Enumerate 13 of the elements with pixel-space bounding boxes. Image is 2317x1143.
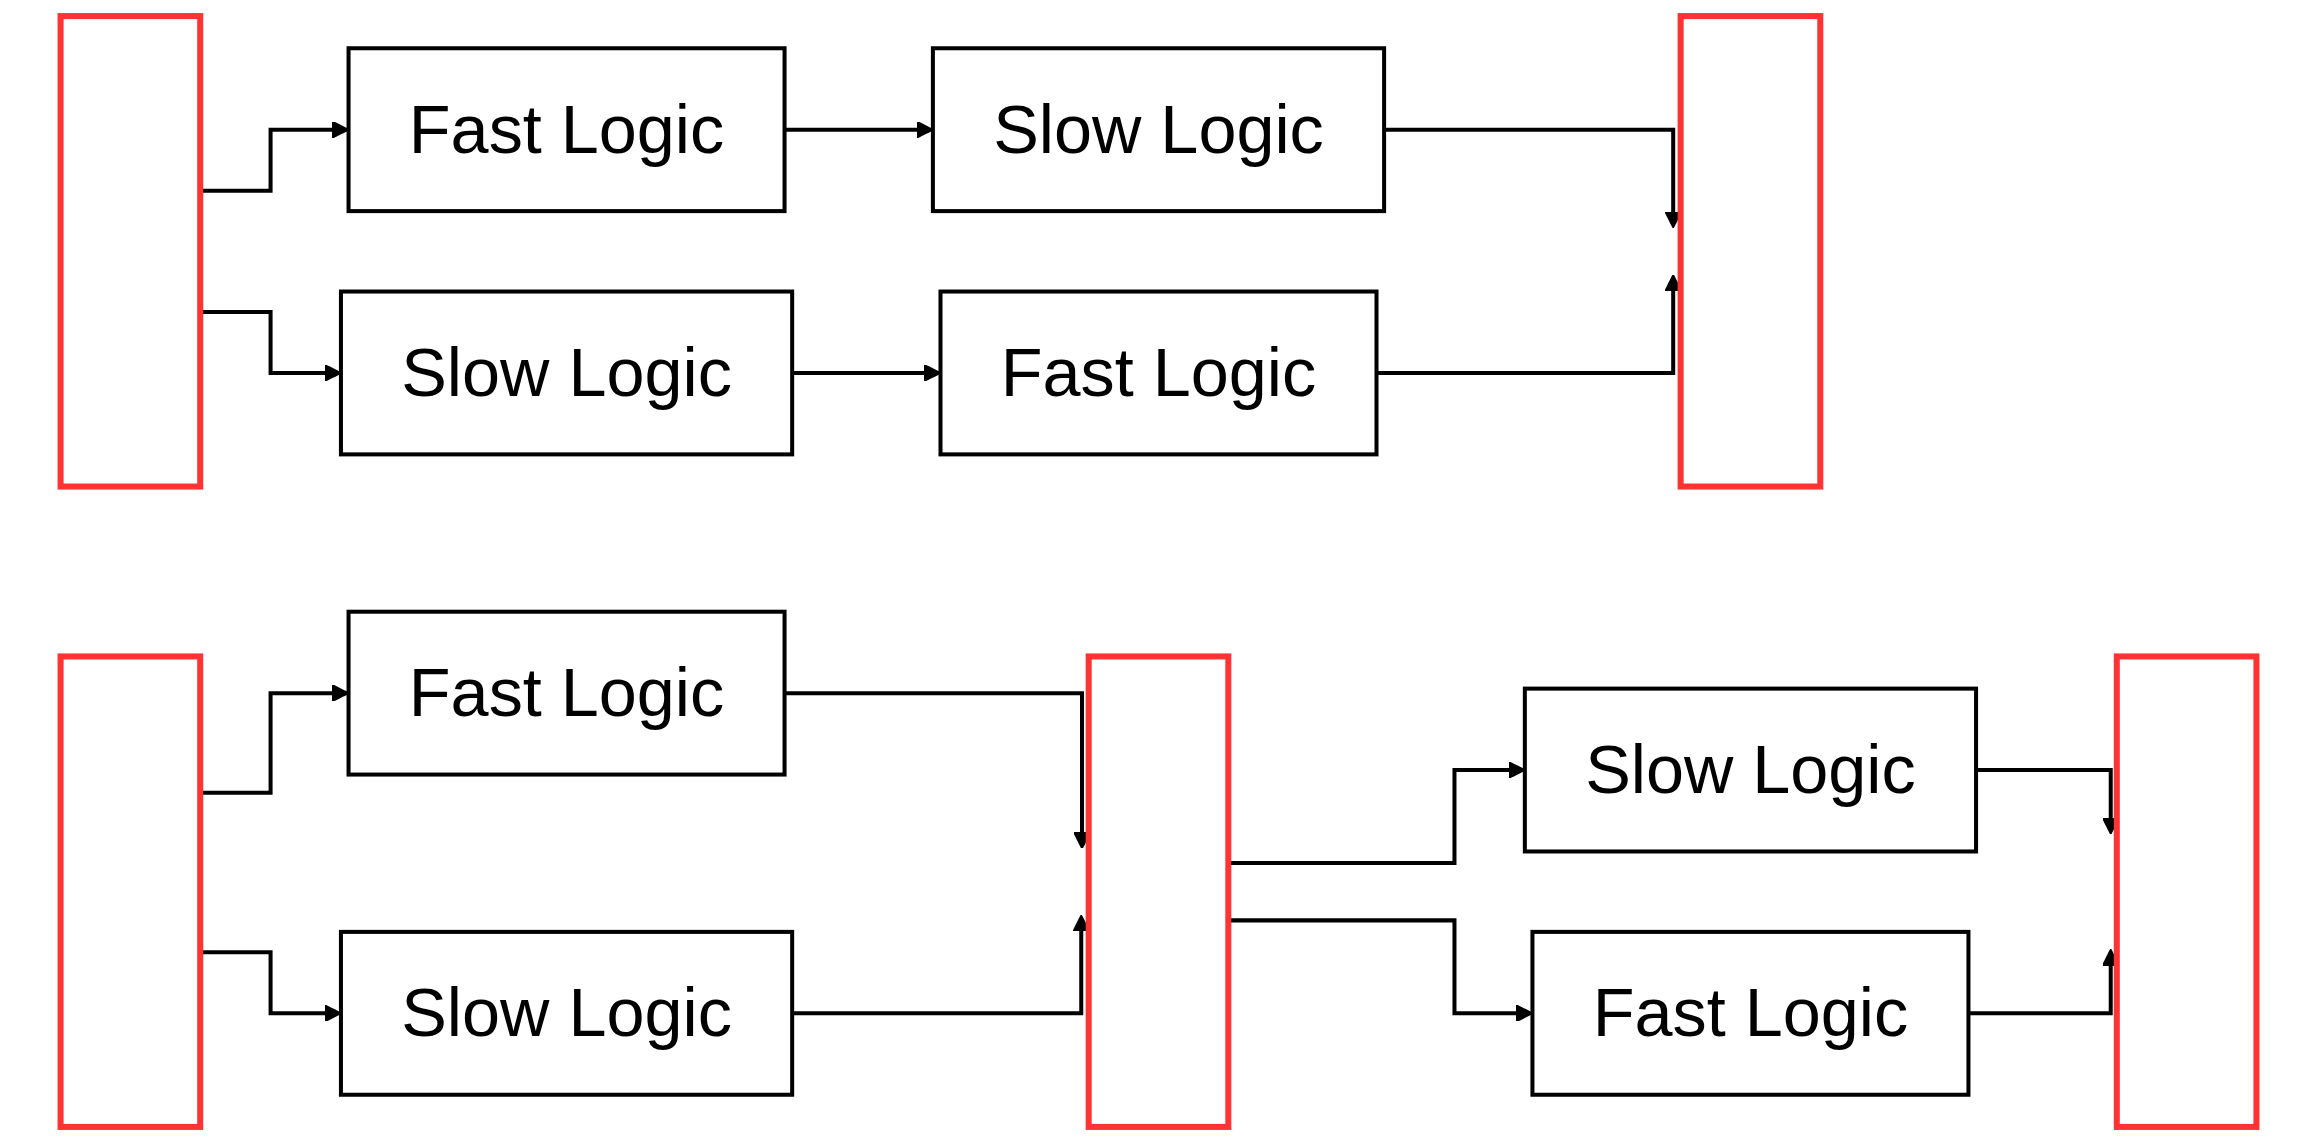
node-box <box>57 13 204 490</box>
node-box: Slow Logic <box>338 289 795 457</box>
node-box: Fast Logic <box>346 46 787 214</box>
node-box: Fast Logic <box>346 609 787 777</box>
node-box: Slow Logic <box>930 46 1387 214</box>
node-box <box>1085 653 1232 1130</box>
node-box: Slow Logic <box>338 929 795 1097</box>
node-box <box>2113 653 2260 1130</box>
node-box: Fast Logic <box>938 289 1379 457</box>
node-box: Fast Logic <box>1530 929 1971 1097</box>
node-box <box>1677 13 1824 490</box>
node-box <box>57 653 204 1130</box>
node-box: Slow Logic <box>1522 686 1979 854</box>
